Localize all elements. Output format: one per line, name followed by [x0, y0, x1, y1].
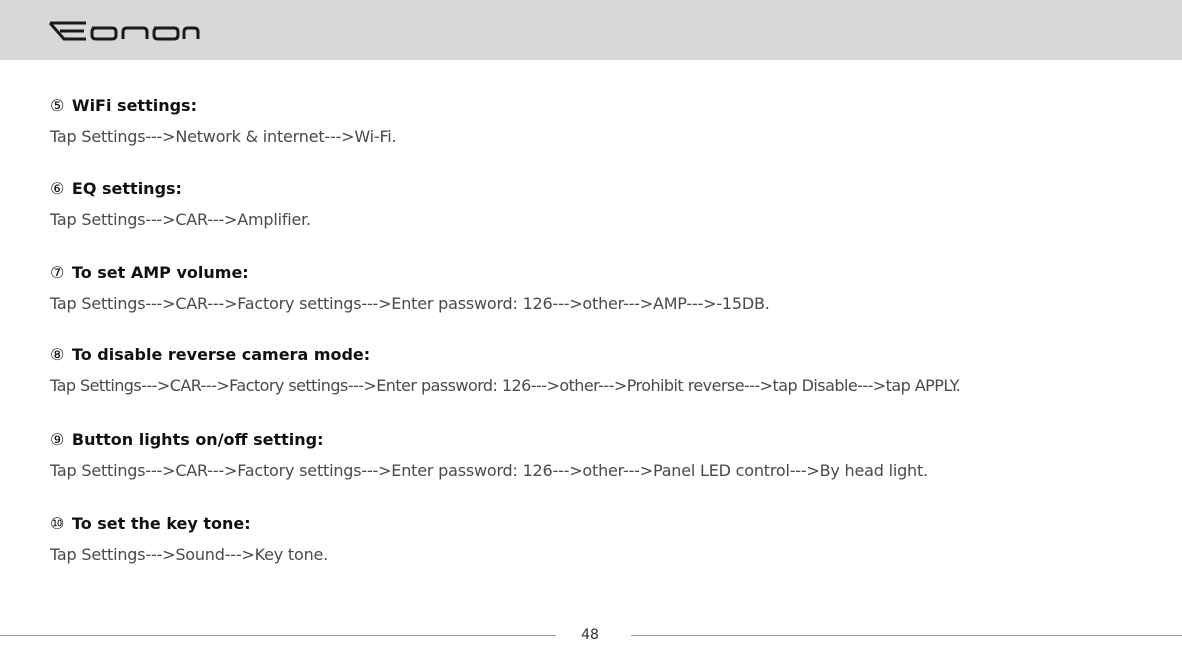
- section-title: ⑤ WiFi settings:: [50, 96, 396, 116]
- section-title: ⑥ EQ settings:: [50, 179, 311, 199]
- section-heading: EQ settings:: [71, 179, 182, 198]
- section-number: ⑦: [50, 263, 65, 282]
- section-key-tone: ⑩ To set the key tone: Tap Settings--->S…: [50, 514, 328, 565]
- section-amp-volume: ⑦ To set AMP volume: Tap Settings--->CAR…: [50, 263, 770, 314]
- section-eq-settings: ⑥ EQ settings: Tap Settings--->CAR--->Am…: [50, 179, 311, 230]
- section-instructions: Tap Settings--->Sound--->Key tone.: [50, 545, 329, 564]
- section-number: ⑤: [50, 96, 65, 115]
- section-heading: WiFi settings:: [71, 96, 197, 115]
- section-heading: Button lights on/off setting:: [71, 430, 324, 449]
- section-instructions: Tap Settings--->CAR--->Factory settings-…: [50, 376, 961, 395]
- page-number: 48: [581, 627, 599, 643]
- section-heading: To set AMP volume:: [71, 263, 249, 282]
- section-number: ⑨: [50, 430, 65, 449]
- section-title: ⑨ Button lights on/off setting:: [50, 430, 928, 450]
- section-number: ⑥: [50, 179, 65, 198]
- section-wifi-settings: ⑤ WiFi settings: Tap Settings--->Network…: [50, 96, 397, 147]
- section-heading: To disable reverse camera mode:: [71, 345, 371, 364]
- section-number: ⑧: [50, 345, 65, 364]
- section-title: ⑧ To disable reverse camera mode:: [50, 345, 960, 365]
- footer-rule-left: [0, 635, 556, 636]
- section-number: ⑩: [50, 514, 65, 533]
- section-title: ⑦ To set AMP volume:: [50, 263, 770, 283]
- footer-rule-right: [631, 635, 1182, 636]
- section-instructions: Tap Settings--->CAR--->Factory settings-…: [50, 461, 928, 480]
- header-band: [0, 0, 1182, 60]
- section-title: ⑩ To set the key tone:: [50, 514, 328, 534]
- section-instructions: Tap Settings--->Network & internet--->Wi…: [50, 127, 397, 146]
- section-heading: To set the key tone:: [71, 514, 251, 533]
- section-instructions: Tap Settings--->CAR--->Factory settings-…: [50, 294, 770, 313]
- section-reverse-camera: ⑧ To disable reverse camera mode: Tap Se…: [50, 345, 961, 396]
- section-instructions: Tap Settings--->CAR--->Amplifier.: [50, 210, 311, 229]
- eonon-logo: [48, 21, 200, 41]
- section-button-lights: ⑨ Button lights on/off setting: Tap Sett…: [50, 430, 928, 481]
